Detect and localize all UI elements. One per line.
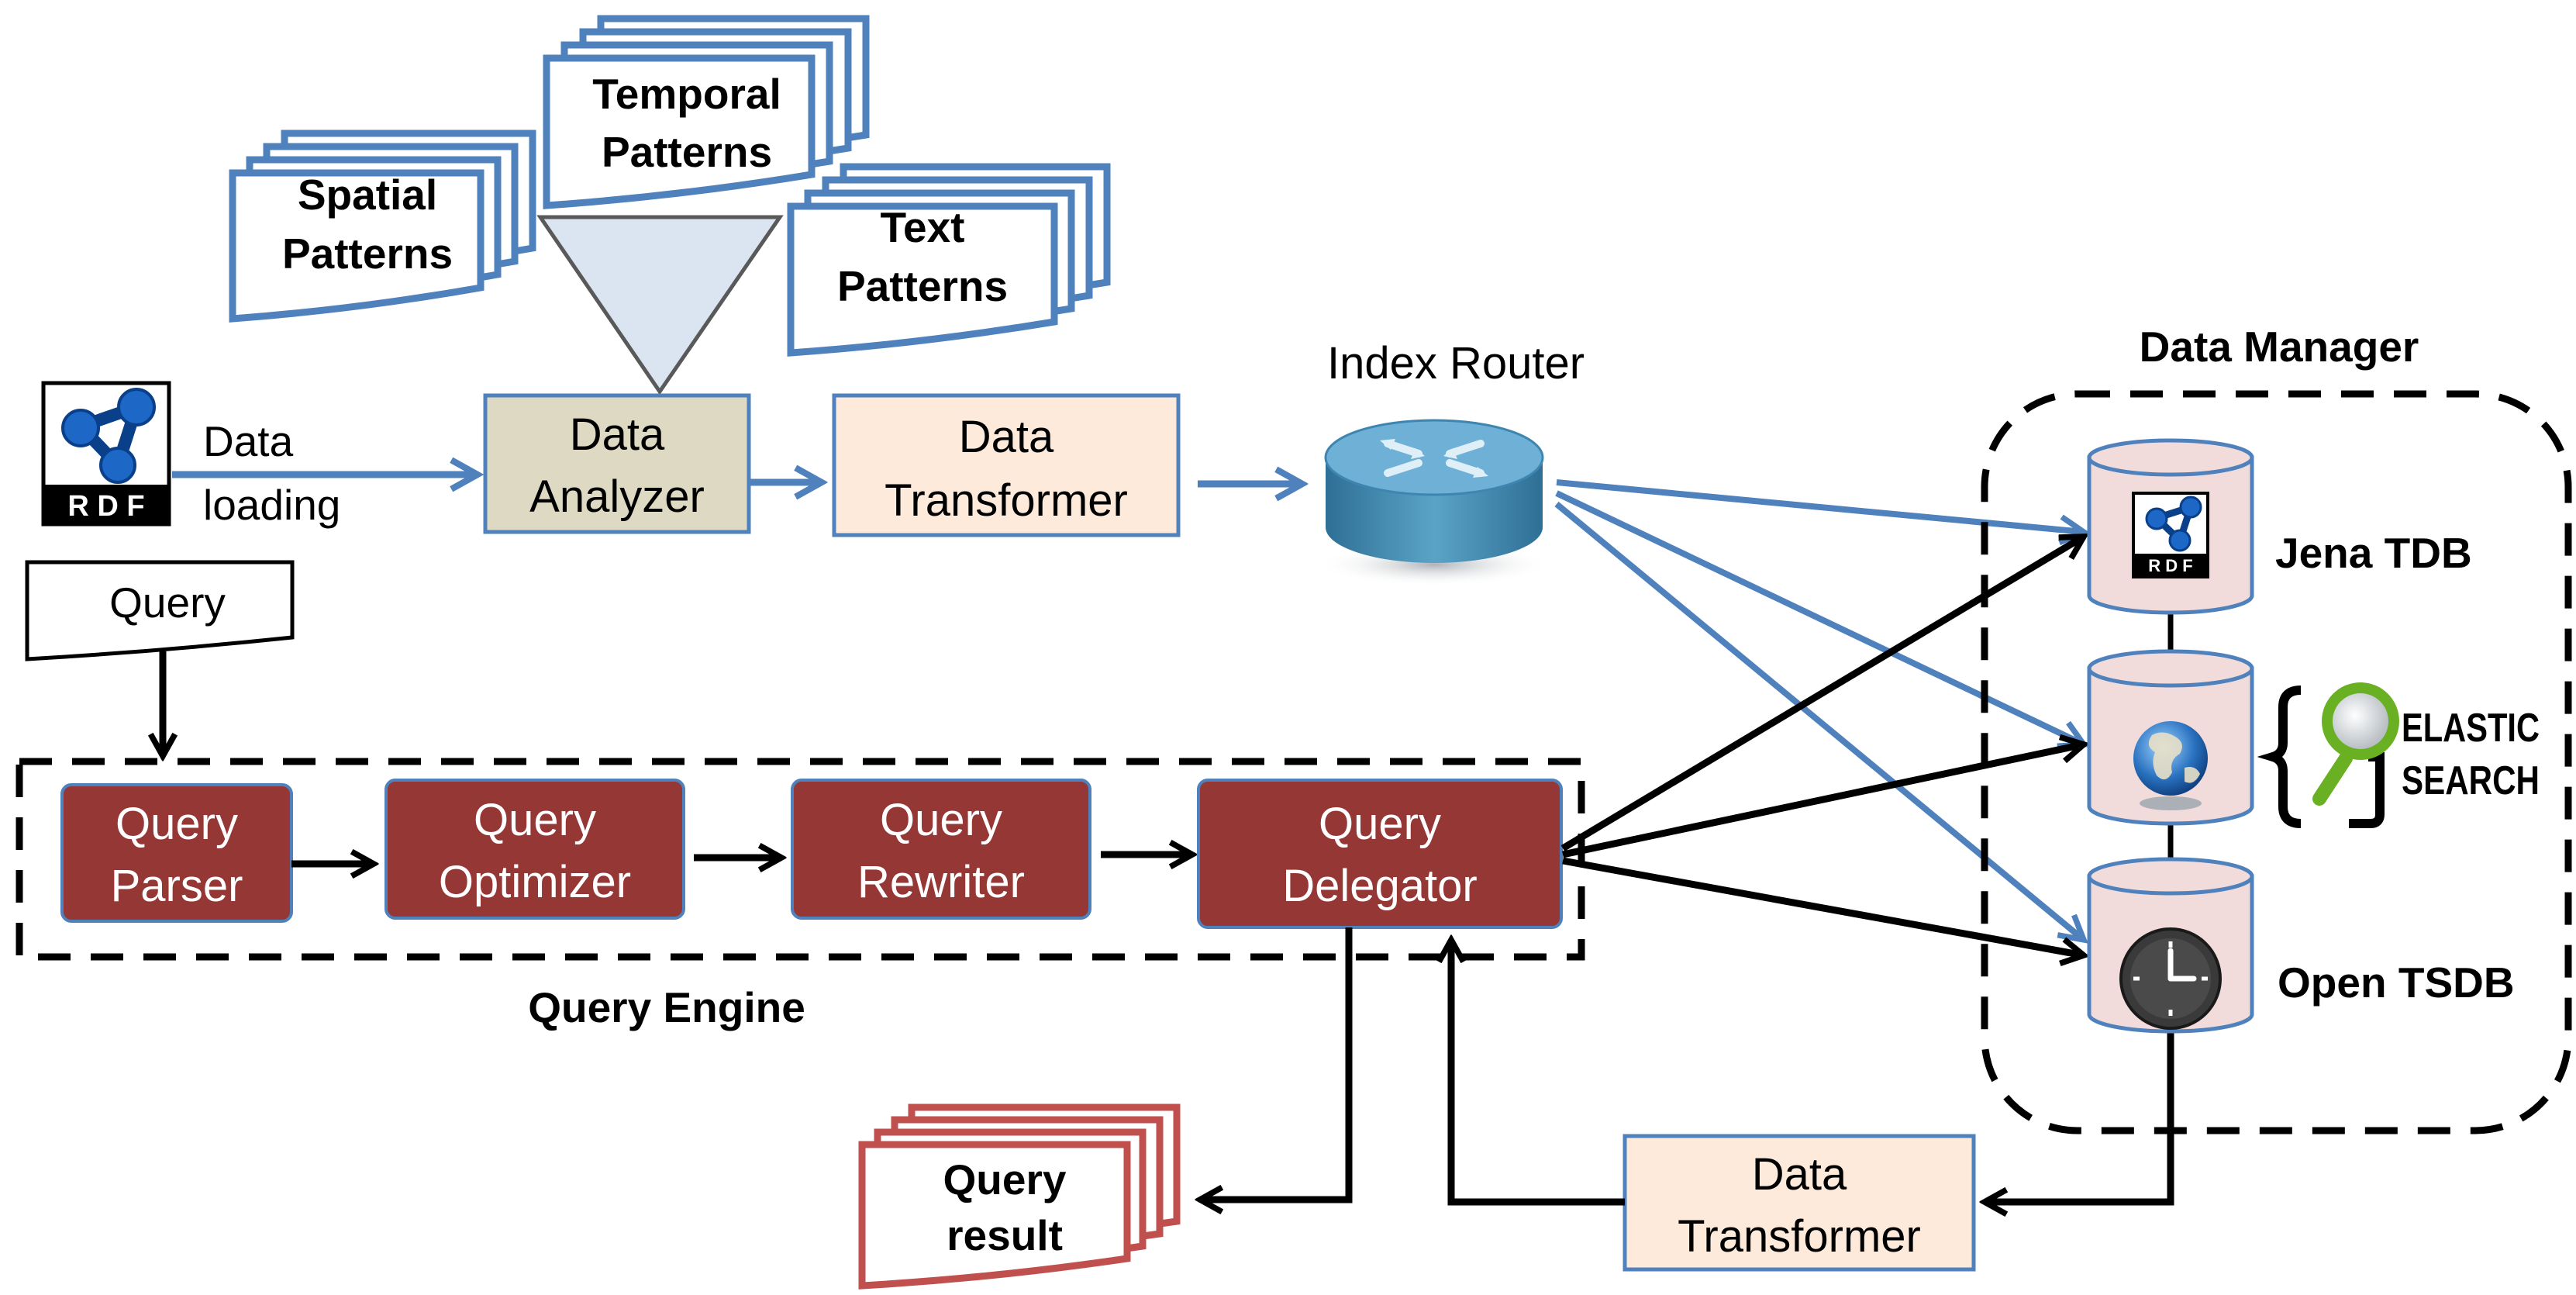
temporal-patterns-label-2: Patterns — [602, 128, 772, 176]
query-parser-label-1: Query — [116, 799, 238, 849]
query-rewriter-label-2: Rewriter — [857, 857, 1025, 907]
text-patterns-stack: Text Patterns — [787, 163, 1111, 357]
query-document-label: Query — [109, 578, 226, 627]
data-analyzer-label-2: Analyzer — [529, 471, 705, 522]
data-transformer-bottom-label-2: Transformer — [1678, 1211, 1921, 1262]
data-transformer-top-label-1: Data — [959, 412, 1054, 462]
rdf-store-icon: R D F — [2132, 492, 2209, 578]
elasticsearch-logo: ELASTIC SEARCH — [2257, 682, 2540, 828]
spatial-patterns-label-1: Spatial — [298, 171, 437, 219]
router-to-stores-arrows — [1554, 479, 2084, 940]
elasticsearch-logo-text-2: SEARCH — [2402, 758, 2540, 803]
temporal-patterns-stack: Temporal Patterns — [543, 15, 870, 209]
query-document: Query — [25, 560, 295, 661]
data-loading-label-2: loading — [203, 481, 340, 529]
text-patterns-label-1: Text — [880, 203, 964, 251]
globe-icon — [2133, 721, 2208, 810]
spatial-patterns-stack: Spatial Patterns — [229, 130, 536, 323]
temporal-patterns-label-1: Temporal — [592, 70, 781, 118]
pattern-funnel — [536, 215, 784, 395]
data-transformer-bottom-label-1: Data — [1752, 1149, 1847, 1200]
rdf-logo-text: R D F — [67, 490, 144, 523]
router-icon — [1318, 419, 1550, 586]
data-transformer-top-box: Data Transformer — [832, 393, 1181, 537]
index-router-label: Index Router — [1327, 338, 1585, 388]
data-manager-title: Data Manager — [2140, 323, 2419, 371]
data-transformer-bottom-box: Data Transformer — [1623, 1134, 1976, 1272]
delegator-to-result-arrow — [1200, 927, 1353, 1200]
query-result-stack: Query result — [858, 1103, 1181, 1290]
data-manager-container — [1981, 390, 2572, 1134]
query-delegator-label-1: Query — [1319, 799, 1441, 849]
query-optimizer-box: Query Optimizer — [385, 779, 685, 920]
opentsdb-label: Open TSDB — [2278, 958, 2515, 1007]
data-analyzer-label-1: Data — [570, 409, 665, 460]
query-rewriter-box: Query Rewriter — [791, 779, 1091, 920]
query-optimizer-label-2: Optimizer — [439, 857, 631, 907]
query-optimizer-label-1: Query — [474, 795, 596, 845]
clock-icon — [2119, 927, 2222, 1030]
query-delegator-label-2: Delegator — [1282, 861, 1477, 911]
query-delegator-box: Query Delegator — [1197, 779, 1563, 929]
query-result-label-2: result — [947, 1211, 1063, 1259]
data-analyzer-box: Data Analyzer — [483, 393, 751, 534]
data-transformer-top-label-2: Transformer — [885, 475, 1128, 526]
query-result-label-1: Query — [943, 1155, 1067, 1203]
delegator-to-stores-arrows — [1560, 537, 2084, 955]
query-parser-label-2: Parser — [111, 861, 243, 911]
transformer-to-delegator-arrow — [1451, 940, 1625, 1206]
query-engine-title: Query Engine — [528, 983, 805, 1031]
store-to-transformer-arrow — [1985, 1031, 2174, 1202]
data-loading-label-1: Data — [203, 417, 294, 465]
spatial-patterns-label-2: Patterns — [282, 230, 453, 278]
jena-tdb-label: Jena TDB — [2275, 529, 2472, 577]
query-rewriter-label-1: Query — [880, 795, 1002, 845]
elasticsearch-logo-text-1: ELASTIC — [2402, 706, 2540, 751]
query-engine-container — [16, 758, 1585, 961]
query-parser-box: Query Parser — [60, 783, 293, 923]
rdf-store-icon-text: R D F — [2148, 556, 2192, 575]
text-patterns-label-2: Patterns — [837, 262, 1008, 310]
rdf-logo-icon: R D F — [41, 381, 171, 527]
